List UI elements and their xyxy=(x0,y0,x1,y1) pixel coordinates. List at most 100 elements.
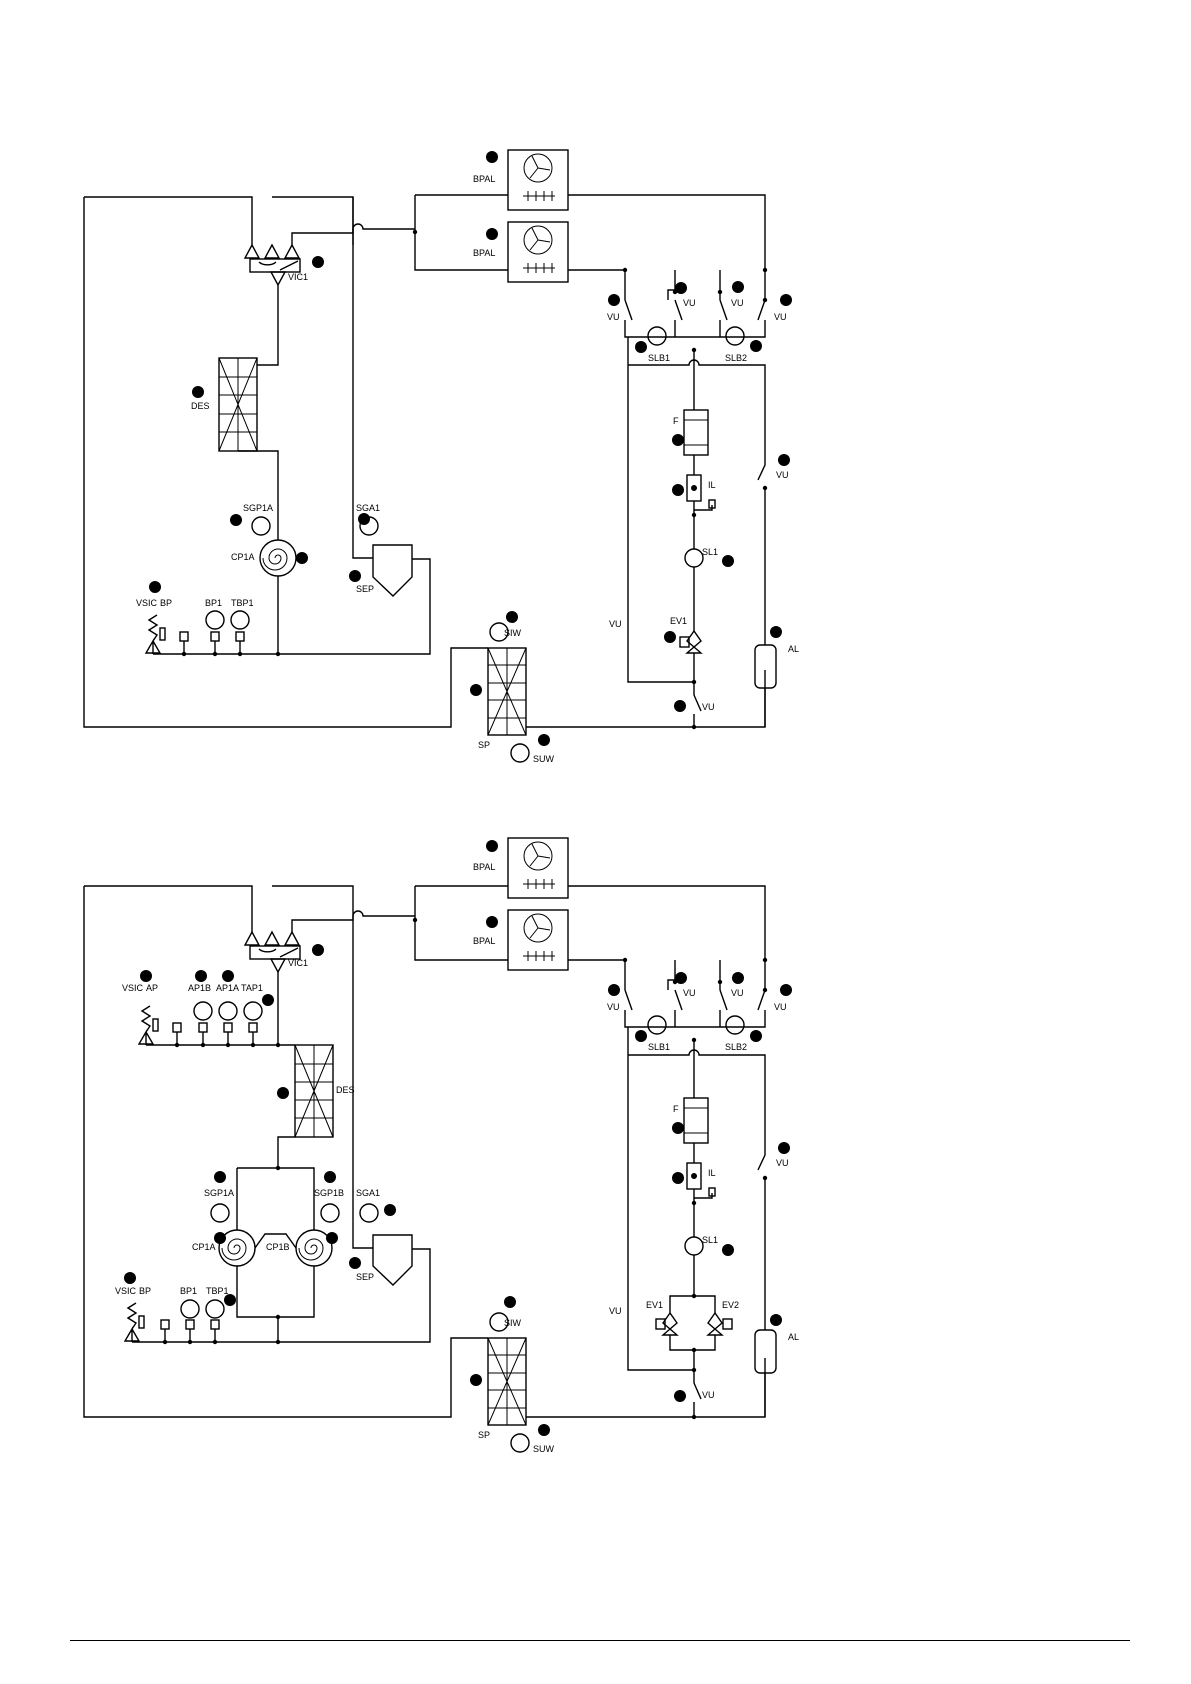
label-tap1: TAP1 xyxy=(241,983,263,993)
label-sga1-2: SGA1 xyxy=(356,1188,380,1198)
label-des: DES xyxy=(191,401,210,411)
label-slb2-2: SLB2 xyxy=(725,1042,747,1052)
bpal-condenser-fan-3 xyxy=(508,838,568,898)
ev2-solenoid xyxy=(708,1313,732,1335)
footer-rule xyxy=(70,1640,1130,1641)
markers-2 xyxy=(124,840,792,1436)
tbp1-gauge xyxy=(231,611,249,629)
label-vu-5-2: VU xyxy=(776,1158,789,1168)
label-bpal-bottom: BPAL xyxy=(473,248,495,258)
label-cp1a: CP1A xyxy=(231,552,255,562)
sp-heat-exchanger-2 xyxy=(488,1338,526,1425)
label-bp1: BP1 xyxy=(205,598,222,608)
label-vu-bottom-2: VU xyxy=(702,1390,715,1400)
label-sep-2: SEP xyxy=(356,1272,374,1282)
label-vu-1-2: VU xyxy=(607,1002,620,1012)
label-vu-1: VU xyxy=(607,312,620,322)
label-ap1a: AP1A xyxy=(216,983,239,993)
ev1-solenoid xyxy=(680,631,701,653)
sgp1a-gauge xyxy=(252,517,270,535)
label-tbp1: TBP1 xyxy=(231,598,254,608)
bp1-gauge-2 xyxy=(181,1300,199,1318)
bp1-gauge xyxy=(206,611,224,629)
label-vu-3: VU xyxy=(731,298,744,308)
diagram-1: BPAL BPAL VIC1 DES SGP1A CP1A SGA1 SEP V… xyxy=(84,150,799,764)
label-cp1a-2: CP1A xyxy=(192,1242,216,1252)
label-al-2: AL xyxy=(788,1332,799,1342)
label-sga1: SGA1 xyxy=(356,503,380,513)
label-vu-left-2: VU xyxy=(609,1306,622,1316)
vsic-bp-relief-valve xyxy=(146,615,165,654)
label-sep: SEP xyxy=(356,584,374,594)
label-sgp1a-2: SGP1A xyxy=(204,1188,234,1198)
tap1-gauge xyxy=(244,1002,262,1020)
label-il: IL xyxy=(708,480,716,490)
sep-separator xyxy=(373,545,412,596)
label-slb1: SLB1 xyxy=(648,353,670,363)
bpal-condenser-fan-2 xyxy=(508,222,568,282)
sga1-gauge-2 xyxy=(360,1204,378,1222)
label-vsic-ap: VSIC xyxy=(122,983,144,993)
label-des-2: DES xyxy=(336,1085,355,1095)
sp-heat-exchanger xyxy=(488,648,526,735)
label-bpal-top: BPAL xyxy=(473,174,495,184)
label-vsic-bp-2: VSIC xyxy=(115,1286,137,1296)
f-filter-2 xyxy=(684,1098,708,1143)
diagram-2: BPAL BPAL VIC1 VSIC AP AP1B AP1A TAP1 DE… xyxy=(84,838,799,1454)
sep-separator-2 xyxy=(373,1235,412,1285)
label-slb1-2: SLB1 xyxy=(648,1042,670,1052)
label-ev1-2: EV1 xyxy=(646,1300,663,1310)
slb1-glass xyxy=(648,327,666,345)
suw-gauge xyxy=(511,744,529,762)
label-al: AL xyxy=(788,644,799,654)
label-bp: BP xyxy=(160,598,172,608)
label-suw: SUW xyxy=(533,754,555,764)
sl1-glass-2 xyxy=(685,1237,703,1255)
ap1a-gauge xyxy=(219,1002,237,1020)
sgp1b-gauge xyxy=(321,1204,339,1222)
bp-transducers xyxy=(180,632,244,654)
label-tbp1-2: TBP1 xyxy=(206,1286,229,1296)
slb2-glass xyxy=(726,327,744,345)
label-f-2: F xyxy=(673,1104,679,1114)
markers-1 xyxy=(149,151,792,746)
label-vu-2: VU xyxy=(683,298,696,308)
label-bpal-bottom-2: BPAL xyxy=(473,936,495,946)
vsic-ap-relief-valve xyxy=(139,1006,158,1045)
ap-transducers xyxy=(173,1023,257,1045)
label-sl1-2: SL1 xyxy=(702,1235,718,1245)
label-vic1: VIC1 xyxy=(288,272,308,282)
label-siw: SIW xyxy=(504,628,522,638)
cp1a-compressor xyxy=(260,540,296,576)
label-bp1-2: BP1 xyxy=(180,1286,197,1296)
label-ev2: EV2 xyxy=(722,1300,739,1310)
label-il-2: IL xyxy=(708,1168,716,1178)
vsic-bp-relief-valve-2 xyxy=(125,1303,144,1342)
bpal-condenser-fan-1 xyxy=(508,150,568,210)
label-ev1: EV1 xyxy=(670,616,687,626)
label-vu-2-2: VU xyxy=(683,988,696,998)
label-sl1: SL1 xyxy=(702,547,718,557)
label-vic1-2: VIC1 xyxy=(288,958,308,968)
label-slb2: SLB2 xyxy=(725,353,747,363)
tbp1-gauge-2 xyxy=(206,1300,224,1318)
label-vu-4: VU xyxy=(774,312,787,322)
suw-gauge-2 xyxy=(511,1434,529,1452)
slb1-glass-2 xyxy=(648,1016,666,1034)
ap1b-gauge xyxy=(194,1002,212,1020)
label-vu-5: VU xyxy=(776,470,789,480)
label-ap: AP xyxy=(146,983,158,993)
label-vu-bottom: VU xyxy=(702,702,715,712)
label-bpal-top-2: BPAL xyxy=(473,862,495,872)
label-vu-4-2: VU xyxy=(774,1002,787,1012)
f-filter xyxy=(684,410,708,455)
sl1-glass xyxy=(685,549,703,567)
label-vu-left: VU xyxy=(609,619,622,629)
slb2-glass-2 xyxy=(726,1016,744,1034)
label-siw-2: SIW xyxy=(504,1318,522,1328)
des-filter-drier-2 xyxy=(295,1045,333,1137)
label-f: F xyxy=(673,416,679,426)
label-sp: SP xyxy=(478,740,490,750)
